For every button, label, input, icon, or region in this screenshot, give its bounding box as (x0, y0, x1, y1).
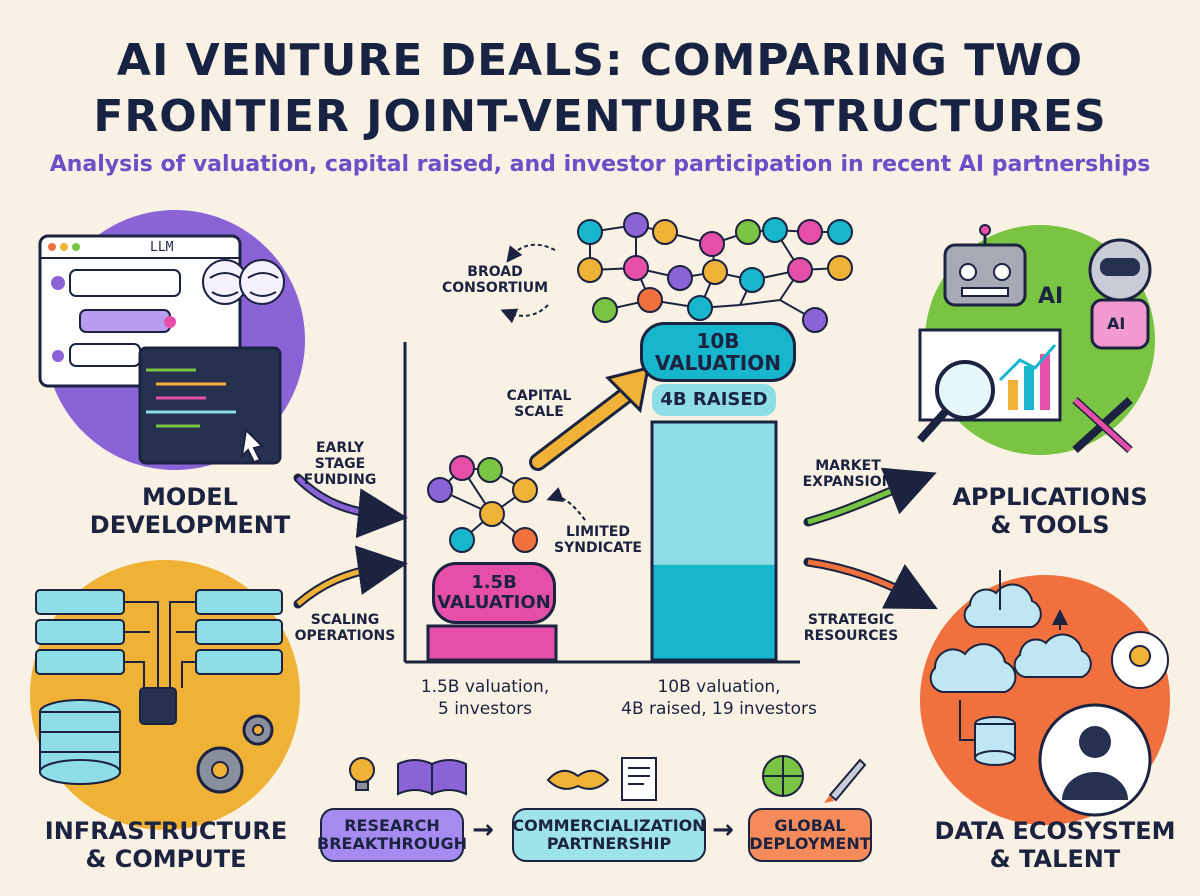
bar-deal-b-raised (653, 564, 775, 659)
data-ecosystem-illustration (920, 570, 1170, 825)
infrastructure-illustration (30, 560, 300, 830)
section-data-ecosystem: DATA ECOSYSTEM & TALENT (934, 817, 1176, 873)
ai-robot-chest-label: AI (1107, 314, 1126, 333)
title-line-1: AI VENTURE DEALS: COMPARING TWO (116, 35, 1084, 86)
section-infrastructure: INFRASTRUCTURE & COMPUTE (44, 817, 288, 873)
label-broad-consortium: BROAD CONSORTIUM (441, 264, 549, 297)
category-label-deal-b: 10B valuation, 4B raised, 19 investors (621, 677, 817, 720)
section-model-development: MODEL DEVELOPMENT (89, 483, 291, 539)
llm-window-label: LLM (150, 240, 174, 255)
arrow-label-strategic: STRATEGIC RESOURCES (803, 612, 899, 645)
title-line-2: FRONTIER JOINT-VENTURE STRUCTURES (93, 91, 1107, 142)
ai-badge: AI (1038, 284, 1064, 309)
section-applications: APPLICATIONS & TOOLS (952, 483, 1148, 539)
label-limited-syndicate: LIMITED SYNDICATE (554, 524, 642, 557)
deal-b-valuation-label: 10B VALUATION (640, 322, 796, 382)
flow-arrow-1: → (472, 815, 494, 845)
deal-a-valuation-label: 1.5B VALUATION (432, 562, 556, 624)
flow-arrow-2: → (712, 815, 734, 845)
applications-illustration (917, 224, 1155, 455)
flow-icons (349, 755, 867, 803)
limited-syndicate-network (427, 455, 586, 553)
flow-step-research: RESEARCH BREAKTHROUGH (317, 808, 467, 862)
chart-bars (426, 420, 778, 662)
arrow-label-scaling: SCALING OPERATIONS (294, 612, 396, 645)
flow-step-deployment: GLOBAL DEPLOYMENT (748, 808, 872, 862)
arrow-label-capital-scale: CAPITAL SCALE (506, 388, 572, 421)
category-label-deal-a: 1.5B valuation, 5 investors (420, 677, 550, 720)
bar-deal-a-valuation (426, 624, 558, 662)
arrow-label-early-stage: EARLY STAGE FUNDING (303, 440, 377, 489)
model-development-illustration (38, 210, 305, 470)
broad-consortium-network (500, 212, 853, 333)
arrow-label-market: MARKET EXPANSION (802, 458, 894, 491)
flow-step-commercialization: COMMERCIALIZATION PARTNERSHIP (512, 808, 706, 862)
subtitle: Analysis of valuation, capital raised, a… (49, 152, 1151, 177)
deal-b-raised-label: 4B RAISED (652, 384, 776, 416)
